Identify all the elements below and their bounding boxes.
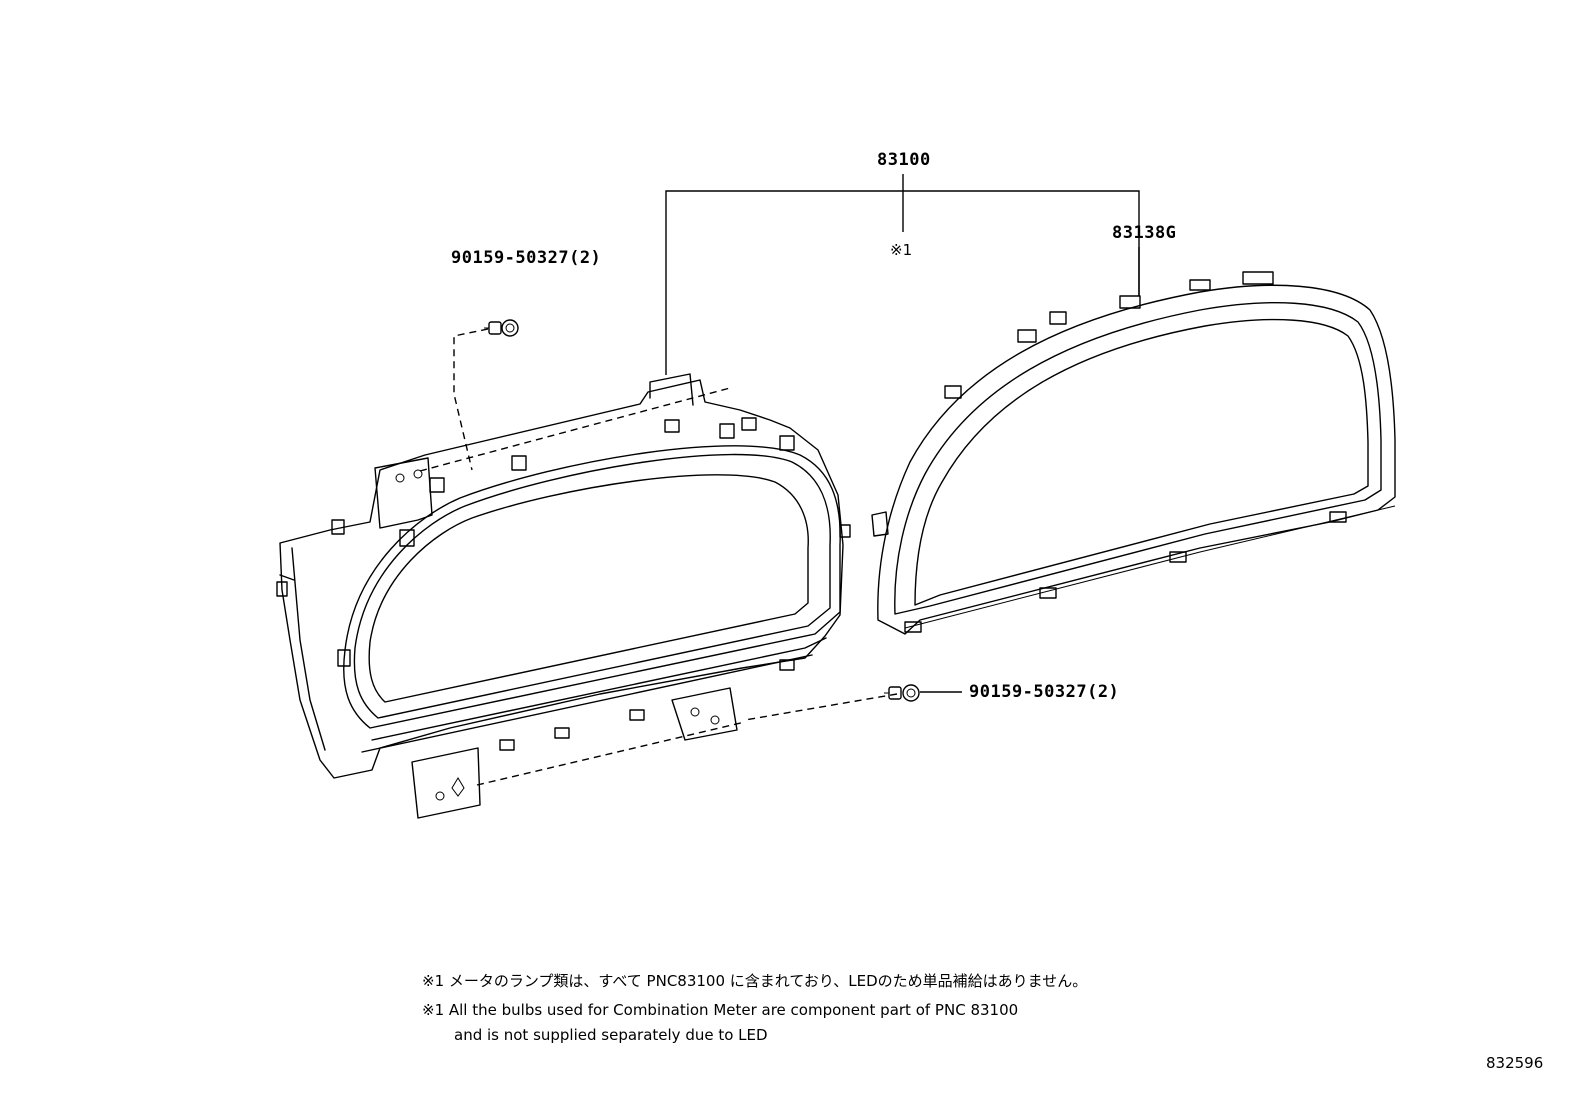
footnote-english-line2: and is not supplied separately due to LE… <box>454 1026 768 1044</box>
reference-mark: ※1 <box>890 241 913 259</box>
screw-bottom-icon <box>884 684 920 702</box>
callout-83100: 83100 <box>877 150 931 170</box>
dashed-install-lines <box>419 328 898 786</box>
combination-meter-housing <box>276 373 851 819</box>
screw-top-icon <box>484 319 519 337</box>
callout-screw-bottom: 90159-50327(2) <box>969 682 1120 702</box>
footnote-english-line1: ※1 All the bulbs used for Combination Me… <box>422 1001 1019 1019</box>
leader-lines <box>665 174 1140 693</box>
meter-glass-lens <box>871 271 1396 635</box>
callout-83138g: 83138G <box>1112 223 1177 243</box>
diagram-id: 832596 <box>1486 1054 1544 1072</box>
footnote-japanese: ※1 メータのランプ類は、すべて PNC83100 に含まれており、LEDのため… <box>422 972 1088 990</box>
callout-screw-top: 90159-50327(2) <box>451 248 602 268</box>
